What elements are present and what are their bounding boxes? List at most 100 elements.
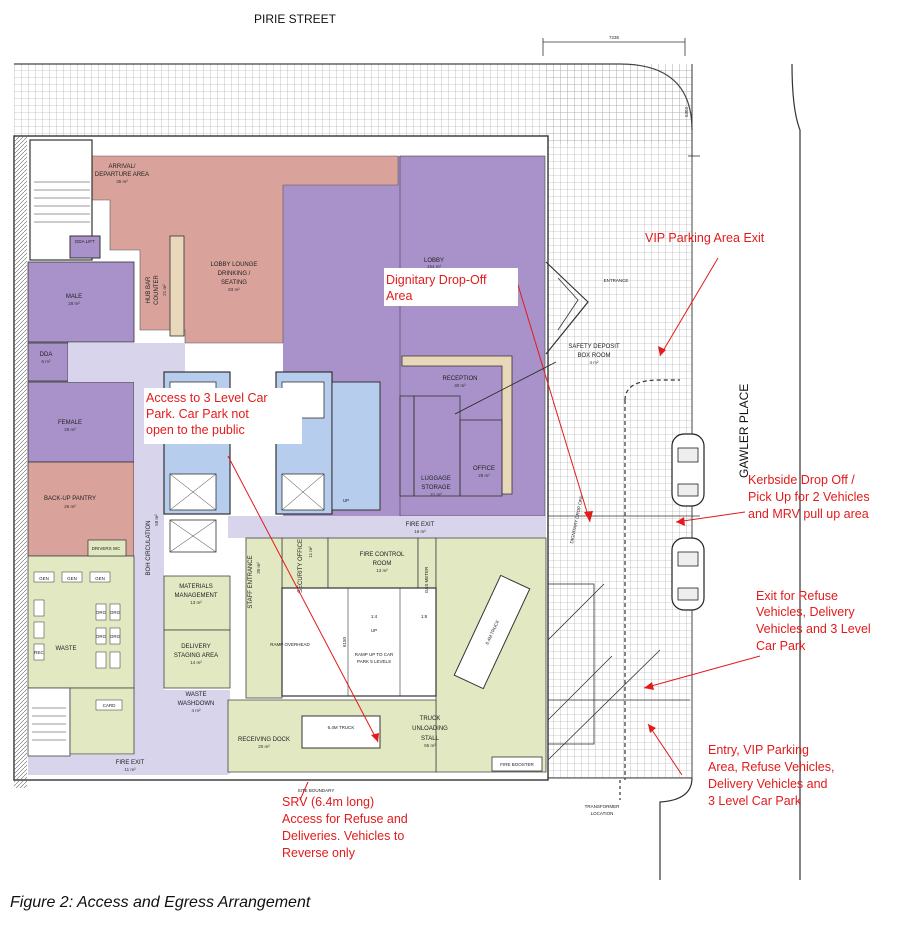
truck-box xyxy=(301,715,381,749)
female-room xyxy=(27,381,135,463)
srv-line-2: Access for Refuse and xyxy=(282,812,408,826)
kerbside-line-2: Pick Up for 2 Vehicles xyxy=(748,490,870,504)
kerbside-line-1: Kerbside Drop Off / xyxy=(748,473,855,487)
up-label: UP xyxy=(343,498,349,503)
lobby-label: LOBBY xyxy=(424,258,444,264)
female-label: FEMALE xyxy=(58,420,82,426)
arrival-lounge-zone xyxy=(91,155,399,344)
stair-core-south xyxy=(32,707,66,741)
stall-label-3: STALL xyxy=(421,736,440,742)
delivery-label-2: STAGING AREA xyxy=(174,653,218,659)
fire-control-label-1: FIRE CONTROL xyxy=(360,552,405,558)
staff-entrance-label: STAFF ENTRANCE xyxy=(248,555,254,608)
entry-line-4: 3 Level Car Park xyxy=(708,794,802,808)
ramp-width-label: 6150 xyxy=(342,636,347,647)
dimension-side: 5303 xyxy=(684,64,700,157)
fire-exit-mid-label: FIRE EXIT xyxy=(406,522,435,528)
gen-label-3: GEN xyxy=(95,576,105,581)
srv-line-1: SRV (6.4m long) xyxy=(282,795,374,809)
lounge-label-1: LOBBY LOUNGE xyxy=(211,262,258,268)
dda-area: 6 m² xyxy=(42,359,52,364)
parked-car-2 xyxy=(671,537,705,611)
lounge-label-3: SEATING xyxy=(221,280,247,286)
ramp-up-label-2: PARK 5 LEVELS xyxy=(357,659,391,664)
card-label: CARD xyxy=(103,703,117,708)
stair-north-treads xyxy=(34,181,90,223)
fire-exit-mid-area: 16 m² xyxy=(414,529,426,534)
security-area: 11 m² xyxy=(308,546,313,558)
carpark-line-1: Access to 3 Level Car xyxy=(146,391,268,405)
entrance-label: ENTRANCE xyxy=(604,278,629,283)
ramp-up-label: UP xyxy=(371,628,377,633)
stall-label-1: TRUCK xyxy=(420,716,441,722)
road-edges xyxy=(619,63,801,880)
pantry-label: BACK-UP PANTRY xyxy=(44,496,96,502)
lobby-area: 154 m² xyxy=(427,264,442,269)
annotations: VIP Parking Area Exit Dignitary Drop-Off… xyxy=(144,231,871,860)
staff-entrance-area: 30 m² xyxy=(256,562,261,574)
safety-deposit-label-2: BOX ROOM xyxy=(577,353,610,359)
srv-line-4: Reverse only xyxy=(282,846,356,860)
dimension-top: 7236 xyxy=(542,35,686,56)
site-boundary-label: SITE BOUNDARY xyxy=(298,788,335,793)
stall-label-2: UNLOADING xyxy=(412,726,448,732)
waste-bins xyxy=(33,571,123,711)
washdown-label-1: WASTE xyxy=(185,692,206,698)
exit-refuse-line-4: Car Park xyxy=(756,639,806,653)
male-label: MALE xyxy=(66,294,82,300)
safety-deposit-label-1: SAFETY DEPOSIT xyxy=(568,344,620,350)
truck-diagonal: 6.4M TRUCK xyxy=(453,574,531,690)
reception-area xyxy=(169,235,513,497)
office-label: OFFICE xyxy=(473,466,495,472)
female-area: 25 m² xyxy=(64,427,76,432)
carpark-line-2: Park. Car Park not xyxy=(146,407,249,421)
materials-area: 13 m² xyxy=(190,600,202,605)
fire-booster-box xyxy=(491,756,543,772)
black-leader-lines xyxy=(454,361,557,415)
fire-control-label-2: ROOM xyxy=(373,561,392,567)
washdown-area: 4 m² xyxy=(192,708,202,713)
entrance-canopy xyxy=(545,261,589,355)
luggage-label-2: STORAGE xyxy=(421,485,450,491)
luggage-area: 21 m² xyxy=(430,492,442,497)
fire-booster-label: FIRE BOOSTER xyxy=(500,762,534,767)
gen-label-2: GEN xyxy=(67,576,77,581)
ramp-overhead-label: RAMP OVERHEAD xyxy=(270,642,310,647)
driveway-lines xyxy=(547,515,700,761)
receiving-label: RECEIVING DOCK xyxy=(238,737,290,743)
dignitary-line-1: Dignitary Drop-Off xyxy=(386,273,487,287)
srv-line-3: Deliveries. Vehicles to xyxy=(282,829,404,843)
washdown-label-2: WASHDOWN xyxy=(178,701,215,707)
gen-label-1: GEN xyxy=(39,576,49,581)
footpath-grid xyxy=(14,63,693,779)
waste-label: WASTE xyxy=(55,646,76,652)
lounge-label-2: DRINKING / xyxy=(218,271,251,277)
kerbside-line-3: and MRV pull up area xyxy=(748,507,869,521)
materials-label-2: MANAGEMENT xyxy=(174,593,217,599)
transformer-label-1: TRANSFORMER xyxy=(585,804,621,809)
arrival-label-1: ARRIVAL/ xyxy=(109,164,136,170)
lounge-area: 83 m² xyxy=(228,287,240,292)
dda-lift-label: DDA LIFT xyxy=(75,239,95,244)
entry-line-1: Entry, VIP Parking xyxy=(708,743,809,757)
hub-bar-label-1: HUB BAR xyxy=(146,276,152,303)
receiving-area: 20 m² xyxy=(258,744,270,749)
exit-refuse-line-3: Vehicles and 3 Level xyxy=(756,622,871,636)
street-north-label: PIRIE STREET xyxy=(254,12,337,26)
org-label-3: ORG xyxy=(96,634,107,639)
fire-exit-bottom-area: 11 m² xyxy=(124,767,136,772)
carpark-line-3: open to the public xyxy=(146,423,245,437)
hub-bar-area: 21 m² xyxy=(162,284,167,296)
entry-line-2: Area, Refuse Vehicles, xyxy=(708,760,834,774)
male-room xyxy=(27,261,135,343)
stall-area: 55 m² xyxy=(424,743,436,748)
pantry-area: 26 m² xyxy=(64,504,76,509)
male-area: 28 m² xyxy=(68,301,80,306)
delivery-area: 14 m² xyxy=(190,660,202,665)
drivers-wc-label: DRIVERS WC xyxy=(92,546,122,551)
dda-label: DDA xyxy=(40,352,53,358)
org-label-4: ORG xyxy=(110,634,121,639)
ramp-grade-1: 1:4 xyxy=(371,614,378,619)
arrival-label-2: DEPARTURE AREA xyxy=(95,172,149,178)
